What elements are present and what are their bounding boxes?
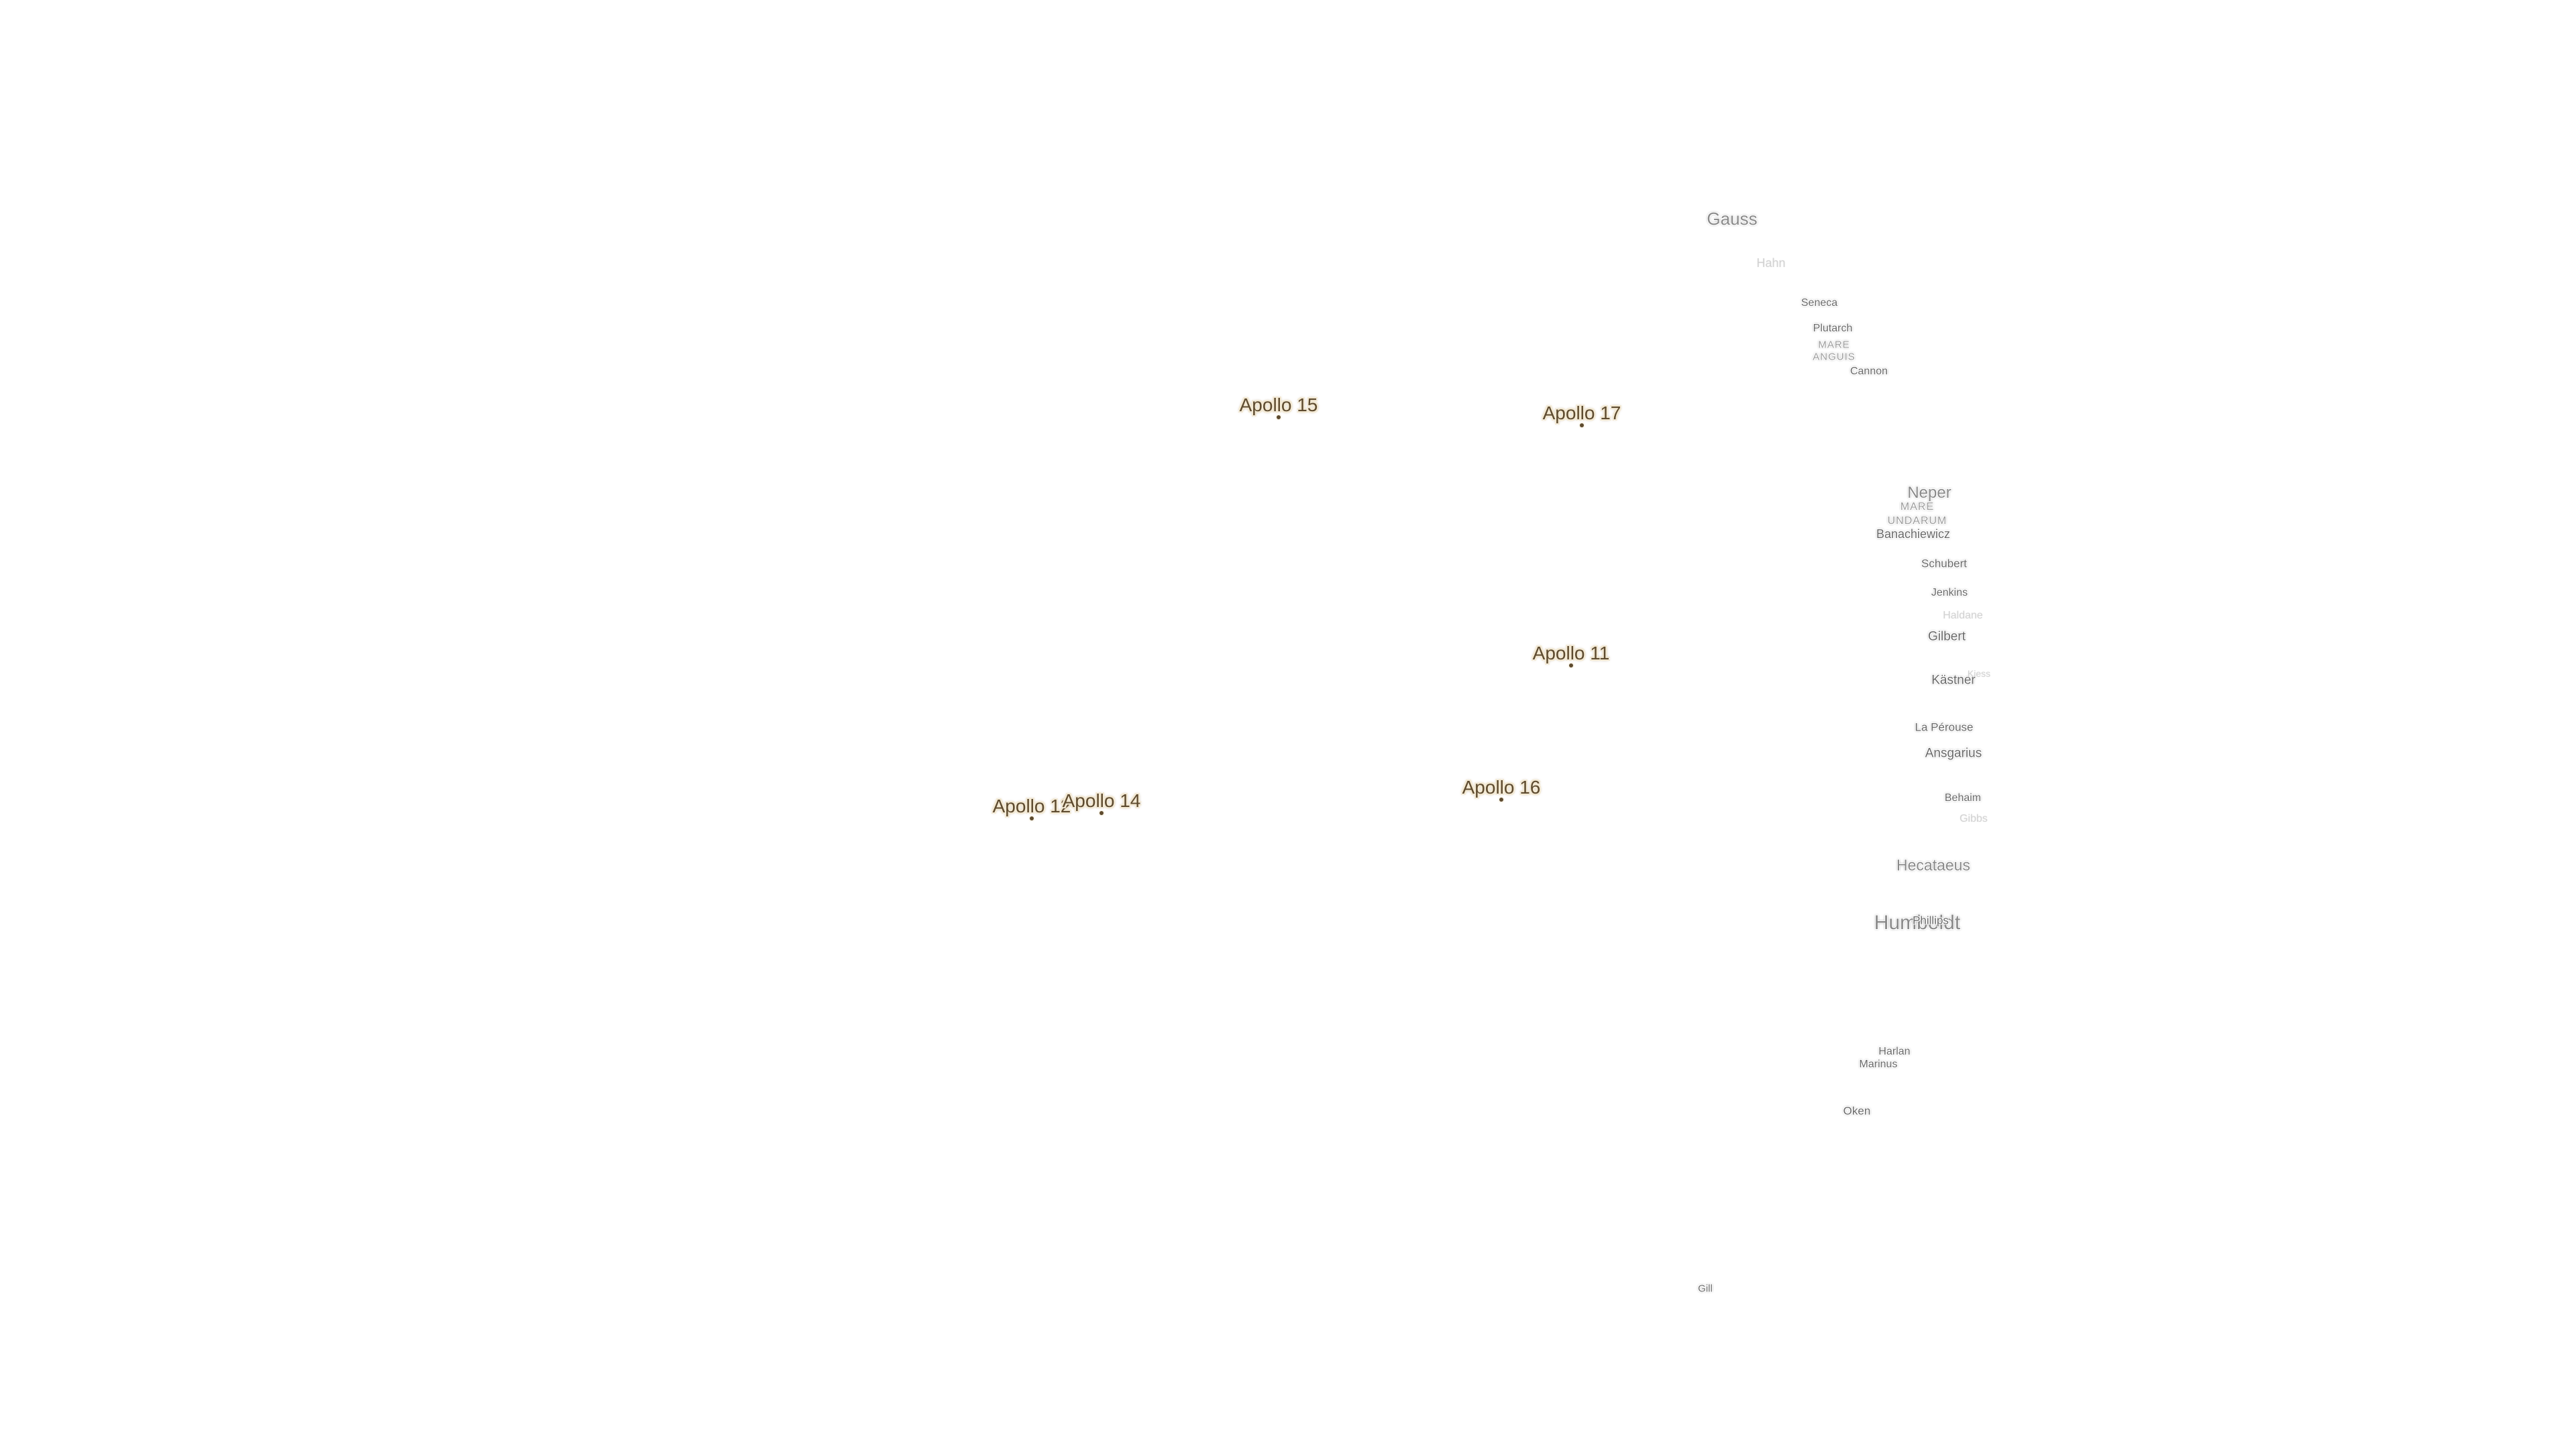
feature-label-mare-undarum-1: MARE xyxy=(1900,501,1935,513)
feature-label-neper: Neper xyxy=(1907,484,1951,502)
feature-label-kastner: Kästner xyxy=(1931,673,1976,688)
feature-label-humboldt: Humboldt xyxy=(1874,912,1961,934)
feature-label-banachiewicz: Banachiewicz xyxy=(1876,527,1951,541)
landing-site-marker[interactable] xyxy=(1099,811,1104,815)
landing-site-marker[interactable] xyxy=(1030,816,1034,820)
feature-label-marinus: Marinus xyxy=(1859,1059,1898,1070)
landing-site-marker[interactable] xyxy=(1499,798,1503,802)
landing-site-apollo-11[interactable]: Apollo 11 xyxy=(1532,643,1610,663)
feature-label-jenkins: Jenkins xyxy=(1931,587,1968,598)
feature-label-gibbs: Gibbs xyxy=(1960,813,1988,824)
landing-site-marker[interactable] xyxy=(1277,415,1281,419)
feature-label-hahn: Hahn xyxy=(1756,256,1786,270)
feature-label-ansgarius: Ansgarius xyxy=(1925,746,1982,761)
feature-label-cannon: Cannon xyxy=(1849,366,1888,377)
feature-label-gilbert: Gilbert xyxy=(1928,629,1966,644)
feature-label-mare-undarum-2: UNDARUM xyxy=(1887,515,1947,527)
landing-site-apollo-12[interactable]: Apollo 12 xyxy=(992,796,1071,816)
feature-label-gill: Gill xyxy=(1698,1283,1713,1295)
feature-label-phillips: Phillips xyxy=(1913,914,1949,927)
feature-label-gauss: Gauss xyxy=(1707,209,1758,229)
landing-site-apollo-14[interactable]: Apollo 14 xyxy=(1062,790,1141,811)
landing-site-marker[interactable] xyxy=(1580,423,1584,427)
feature-label-behaim: Behaim xyxy=(1944,792,1982,804)
feature-label-kiess: Kiess xyxy=(1967,668,1991,679)
feature-label-haldane: Haldane xyxy=(1943,610,1983,621)
feature-label-schubert: Schubert xyxy=(1921,557,1968,570)
landing-site-apollo-15[interactable]: Apollo 15 xyxy=(1239,394,1318,415)
feature-label-mare-anguis-2: ANGUIS xyxy=(1813,351,1856,363)
feature-label-plutarch: Plutarch xyxy=(1813,323,1853,334)
feature-label-la-perouse: La Pérouse xyxy=(1915,720,1974,734)
feature-label-hecataeus: Hecataeus xyxy=(1896,856,1970,874)
landing-site-apollo-16[interactable]: Apollo 16 xyxy=(1462,777,1541,798)
feature-label-oken: Oken xyxy=(1843,1104,1871,1118)
feature-label-mare-anguis-1: MARE xyxy=(1818,339,1850,351)
landing-site-marker[interactable] xyxy=(1569,663,1573,667)
feature-label-harlan: Harlan xyxy=(1878,1046,1911,1057)
landing-site-apollo-17[interactable]: Apollo 17 xyxy=(1542,402,1621,423)
feature-label-seneca: Seneca xyxy=(1801,297,1838,309)
